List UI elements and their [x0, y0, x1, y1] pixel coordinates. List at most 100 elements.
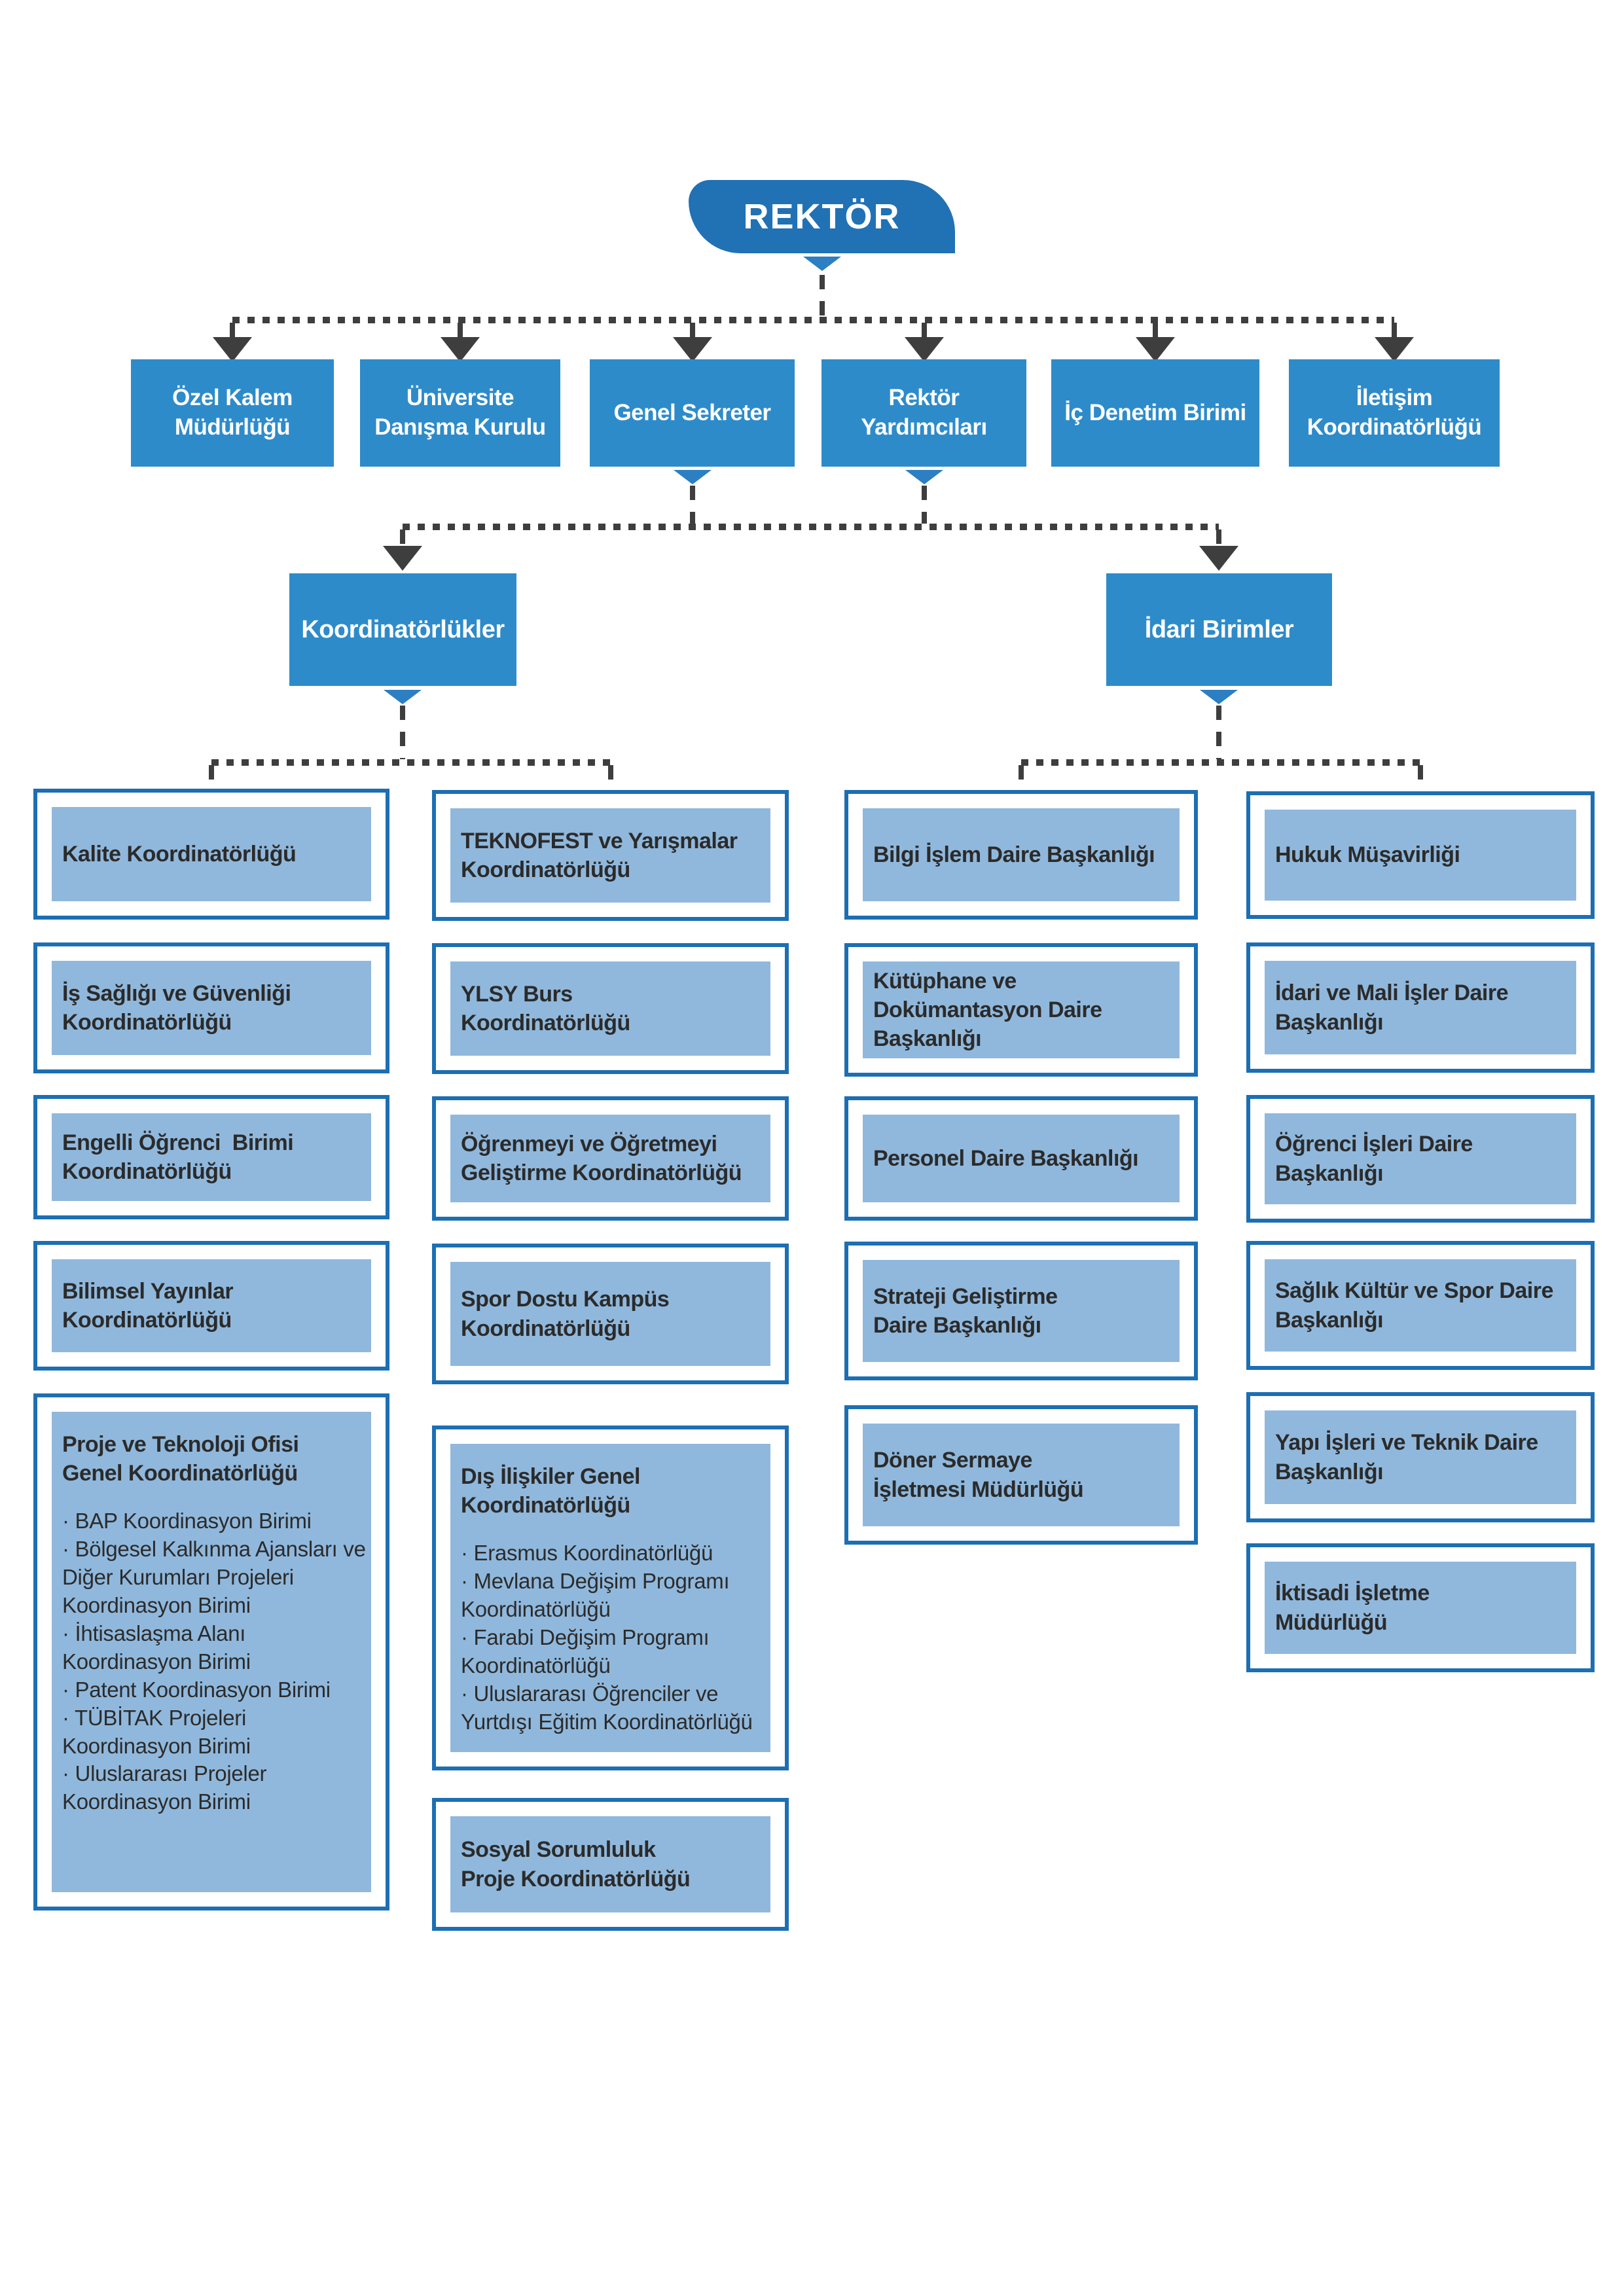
connector-line	[690, 486, 695, 524]
node-rektor-yardimcilari: Rektör Yardımcıları	[821, 359, 1026, 467]
triangle-down-icon	[905, 470, 943, 484]
cell-doner-sermaye-isletmesi: Döner Sermaye İşletmesi Müdürlüğü	[844, 1405, 1198, 1545]
node-ic-denetim-birimi: İç Denetim Birimi	[1051, 359, 1259, 467]
cell-title: Sosyal Sorumluluk Proje Koordinatörlüğü	[461, 1837, 691, 1892]
connector-line	[232, 317, 1394, 323]
cell-title: Dış İlişkiler Genel Koordinatörlüğü	[461, 1464, 640, 1518]
arrow-down-icon	[441, 337, 480, 362]
cell-fill: İktisadi İşletme Müdürlüğü	[1265, 1562, 1576, 1654]
cell-title: Kütüphane ve Dokümantasyon Daire Başkanl…	[873, 968, 1102, 1052]
node-koordinatorlukler: Koordinatörlükler	[289, 573, 516, 686]
cell-fill: Yapı İşleri ve Teknik Daire Başkanlığı	[1265, 1410, 1576, 1504]
cell-title: YLSY Burs Koordinatörlüğü	[461, 981, 630, 1035]
arrow-down-icon	[673, 337, 712, 362]
connector-line	[1153, 323, 1158, 338]
triangle-down-icon	[1200, 690, 1238, 704]
cell-bullet-list: · BAP Koordinasyon Birimi · Bölgesel Kal…	[62, 1509, 366, 1814]
rektor-label: REKTÖR	[743, 197, 901, 236]
cell-fill: Proje ve Teknoloji Ofisi Genel Koordinat…	[52, 1412, 371, 1892]
connector-line	[1019, 765, 1024, 789]
connector-line	[458, 323, 463, 338]
cell-title: İş Sağlığı ve Güvenliği Koordinatörlüğü	[62, 980, 291, 1035]
cell-fill: Öğrenmeyi ve Öğretmeyi Geliştirme Koordi…	[450, 1115, 770, 1202]
cell-fill: İdari ve Mali İşler Daire Başkanlığı	[1265, 961, 1576, 1054]
cell-title: Öğrenmeyi ve Öğretmeyi Geliştirme Koordi…	[461, 1131, 742, 1185]
cell-title: Bilimsel Yayınlar Koordinatörlüğü	[62, 1278, 234, 1333]
cell-fill: Sosyal Sorumluluk Proje Koordinatörlüğü	[450, 1816, 770, 1912]
connector-line	[1216, 706, 1221, 759]
cell-bilimsel-yayinlar: Bilimsel Yayınlar Koordinatörlüğü	[33, 1241, 389, 1371]
cell-fill: Döner Sermaye İşletmesi Müdürlüğü	[863, 1424, 1180, 1526]
cell-fill: Hukuk Müşavirliği	[1265, 810, 1576, 901]
cell-bilgi-islem-daire: Bilgi İşlem Daire Başkanlığı	[844, 790, 1198, 920]
cell-title: Öğrenci İşleri Daire Başkanlığı	[1275, 1132, 1473, 1186]
cell-kalite-koordinatorlugu: Kalite Koordinatörlüğü	[33, 789, 389, 920]
connector-line	[922, 486, 927, 524]
cell-title: Sağlık Kültür ve Spor Daire Başkanlığı	[1275, 1278, 1553, 1333]
cell-title: Yapı İşleri ve Teknik Daire Başkanlığı	[1275, 1430, 1538, 1484]
cell-yapi-isleri-ve-teknik: Yapı İşleri ve Teknik Daire Başkanlığı	[1246, 1392, 1595, 1522]
cell-title: Engelli Öğrenci Birimi Koordinatörlüğü	[62, 1130, 294, 1184]
cell-title: İdari ve Mali İşler Daire Başkanlığı	[1275, 980, 1509, 1035]
cell-personel-daire: Personel Daire Başkanlığı	[844, 1096, 1198, 1221]
cell-fill: Personel Daire Başkanlığı	[863, 1115, 1180, 1202]
cell-is-sagligi-ve-guvenligi: İş Sağlığı ve Güvenliği Koordinatörlüğü	[33, 942, 389, 1073]
cell-fill: Öğrenci İşleri Daire Başkanlığı	[1265, 1113, 1576, 1204]
cell-fill: Engelli Öğrenci Birimi Koordinatörlüğü	[52, 1113, 371, 1201]
cell-fill: Sağlık Kültür ve Spor Daire Başkanlığı	[1265, 1259, 1576, 1352]
cell-spor-dostu-kampus: Spor Dostu Kampüs Koordinatörlüğü	[432, 1244, 789, 1384]
connector-line	[211, 759, 611, 766]
cell-fill: Strateji Geliştirme Daire Başkanlığı	[863, 1260, 1180, 1362]
connector-line	[230, 323, 235, 338]
node-iletisim-koordinatorlugu: İletişim Koordinatörlüğü	[1289, 359, 1500, 467]
connector-line	[403, 524, 1219, 530]
cell-idari-ve-mali-isler: İdari ve Mali İşler Daire Başkanlığı	[1246, 942, 1595, 1073]
node-idari-birimler: İdari Birimler	[1106, 573, 1332, 686]
node-genel-sekreter: Genel Sekreter	[590, 359, 795, 467]
triangle-down-icon	[384, 690, 422, 704]
cell-fill: İş Sağlığı ve Güvenliği Koordinatörlüğü	[52, 961, 371, 1055]
cell-kutuphane-ve-dokumantasyon: Kütüphane ve Dokümantasyon Daire Başkanl…	[844, 943, 1198, 1077]
cell-title: Spor Dostu Kampüs Koordinatörlüğü	[461, 1287, 670, 1341]
cell-fill: Kütüphane ve Dokümantasyon Daire Başkanl…	[863, 961, 1180, 1058]
cell-hukuk-musavirligi: Hukuk Müşavirliği	[1246, 791, 1595, 919]
cell-sosyal-sorumluluk-proje: Sosyal Sorumluluk Proje Koordinatörlüğü	[432, 1798, 789, 1931]
connector-line	[400, 706, 405, 759]
connector-line	[1216, 529, 1221, 547]
connector-line	[400, 529, 405, 547]
triangle-down-icon	[803, 257, 841, 271]
connector-line	[1418, 765, 1423, 789]
cell-bullet-list: · Erasmus Koordinatörlüğü · Mevlana Deği…	[461, 1541, 753, 1734]
cell-title: Döner Sermaye İşletmesi Müdürlüğü	[873, 1448, 1084, 1502]
rektor-box: REKTÖR	[689, 180, 955, 253]
cell-title: Personel Daire Başkanlığı	[873, 1145, 1139, 1171]
cell-iktisadi-isletme: İktisadi İşletme Müdürlüğü	[1246, 1543, 1595, 1672]
cell-ogrenmeyi-ve-ogretmeyi: Öğrenmeyi ve Öğretmeyi Geliştirme Koordi…	[432, 1096, 789, 1221]
arrow-down-icon	[1199, 546, 1238, 571]
cell-teknofest-ve-yarismalar: TEKNOFEST ve Yarışmalar Koordinatörlüğü	[432, 790, 789, 921]
node-ozel-kalem-mudurlugu: Özel Kalem Müdürlüğü	[131, 359, 334, 467]
cell-title: Strateji Geliştirme Daire Başkanlığı	[873, 1283, 1058, 1338]
cell-title: Kalite Koordinatörlüğü	[62, 841, 297, 867]
cell-engelli-ogrenci-birimi: Engelli Öğrenci Birimi Koordinatörlüğü	[33, 1095, 389, 1219]
connector-line	[209, 765, 214, 789]
connector-line	[690, 323, 695, 338]
cell-fill: Kalite Koordinatörlüğü	[52, 807, 371, 901]
connector-line	[1392, 323, 1397, 338]
cell-ylsy-burs: YLSY Burs Koordinatörlüğü	[432, 943, 789, 1074]
arrow-down-icon	[1136, 337, 1175, 362]
cell-fill: Bilgi İşlem Daire Başkanlığı	[863, 808, 1180, 901]
node-universite-danisma-kurulu: Üniversite Danışma Kurulu	[360, 359, 560, 467]
arrow-down-icon	[905, 337, 944, 362]
cell-fill: Dış İlişkiler Genel Koordinatörlüğü · Er…	[450, 1444, 770, 1752]
connector-line	[820, 275, 825, 317]
cell-dis-iliskiler-genel: Dış İlişkiler Genel Koordinatörlüğü · Er…	[432, 1426, 789, 1770]
cell-fill: Bilimsel Yayınlar Koordinatörlüğü	[52, 1259, 371, 1352]
cell-strateji-gelistirme: Strateji Geliştirme Daire Başkanlığı	[844, 1242, 1198, 1380]
cell-title: Hukuk Müşavirliği	[1275, 842, 1460, 868]
arrow-down-icon	[1375, 337, 1414, 362]
cell-title: Proje ve Teknoloji Ofisi Genel Koordinat…	[62, 1432, 299, 1486]
cell-title: İktisadi İşletme Müdürlüğü	[1275, 1581, 1430, 1635]
cell-ogrenci-isleri-daire: Öğrenci İşleri Daire Başkanlığı	[1246, 1095, 1595, 1223]
